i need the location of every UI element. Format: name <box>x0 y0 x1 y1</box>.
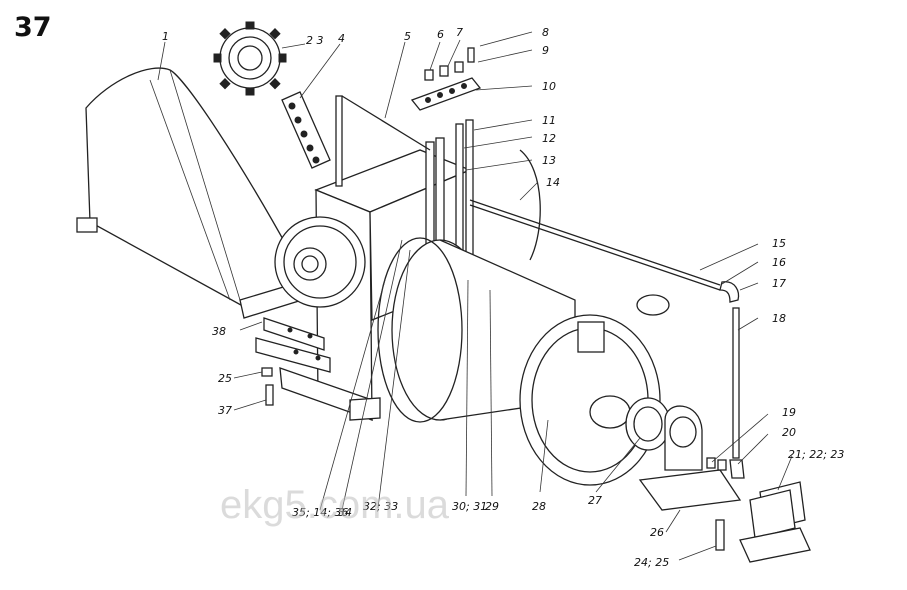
callout-12: 12 <box>542 132 556 145</box>
callout-27: 27 <box>588 494 602 507</box>
callout-4: 4 <box>338 32 345 45</box>
long-rod <box>469 199 740 459</box>
bearing-support <box>638 405 742 551</box>
page-number: 37 <box>14 12 52 43</box>
callout-34: 34 <box>338 506 352 519</box>
callout-13: 13 <box>542 154 556 167</box>
callout-8: 8 <box>542 26 549 39</box>
callout-9: 9 <box>542 44 549 57</box>
callout-21-22-23: 21; 22; 23 <box>788 448 844 461</box>
top-sprocket <box>213 21 287 96</box>
flange-disk <box>377 149 541 423</box>
callout-19: 19 <box>782 406 796 419</box>
callout-15: 15 <box>772 237 786 250</box>
callout-32-33: 32; 33 <box>363 500 398 513</box>
callout-7: 7 <box>456 26 463 39</box>
drum <box>391 239 661 486</box>
callout-25-left: 25 <box>218 372 232 385</box>
nuts <box>706 457 745 479</box>
callout-17: 17 <box>772 277 786 290</box>
chain <box>281 91 331 169</box>
contact-plates <box>739 481 811 563</box>
callout-29: 29 <box>485 500 499 513</box>
callout-1: 1 <box>162 30 169 43</box>
callout-5: 5 <box>404 30 411 43</box>
watermark: ekg5.com.ua <box>220 483 450 527</box>
callout-26: 26 <box>650 526 664 539</box>
gearbox-gear <box>274 216 366 308</box>
bearing-ring <box>625 397 671 451</box>
terminal-block <box>410 47 482 111</box>
callout-35-14-36: 35; 14; 36 <box>292 506 348 519</box>
callout-2-3: 2 3 <box>306 34 324 47</box>
left-bolt <box>261 367 274 406</box>
housing <box>76 67 303 319</box>
callout-14: 14 <box>546 176 560 189</box>
callout-6: 6 <box>437 28 444 41</box>
callout-30-31: 30; 31 <box>452 500 487 513</box>
callout-16: 16 <box>772 256 786 269</box>
mounting-plates <box>255 317 331 373</box>
callout-20: 20 <box>782 426 796 439</box>
leader-lines <box>157 31 793 561</box>
callout-labels: 1 2 3 4 5 6 7 8 9 10 11 12 13 14 15 16 1… <box>162 26 844 569</box>
callout-11: 11 <box>542 114 556 127</box>
callout-37: 37 <box>218 404 232 417</box>
callout-18: 18 <box>772 312 786 325</box>
oval-washer <box>636 294 670 316</box>
callout-28: 28 <box>532 500 546 513</box>
callout-10: 10 <box>542 80 556 93</box>
callout-24-25: 24; 25 <box>634 556 669 569</box>
callout-38: 38 <box>212 325 226 338</box>
